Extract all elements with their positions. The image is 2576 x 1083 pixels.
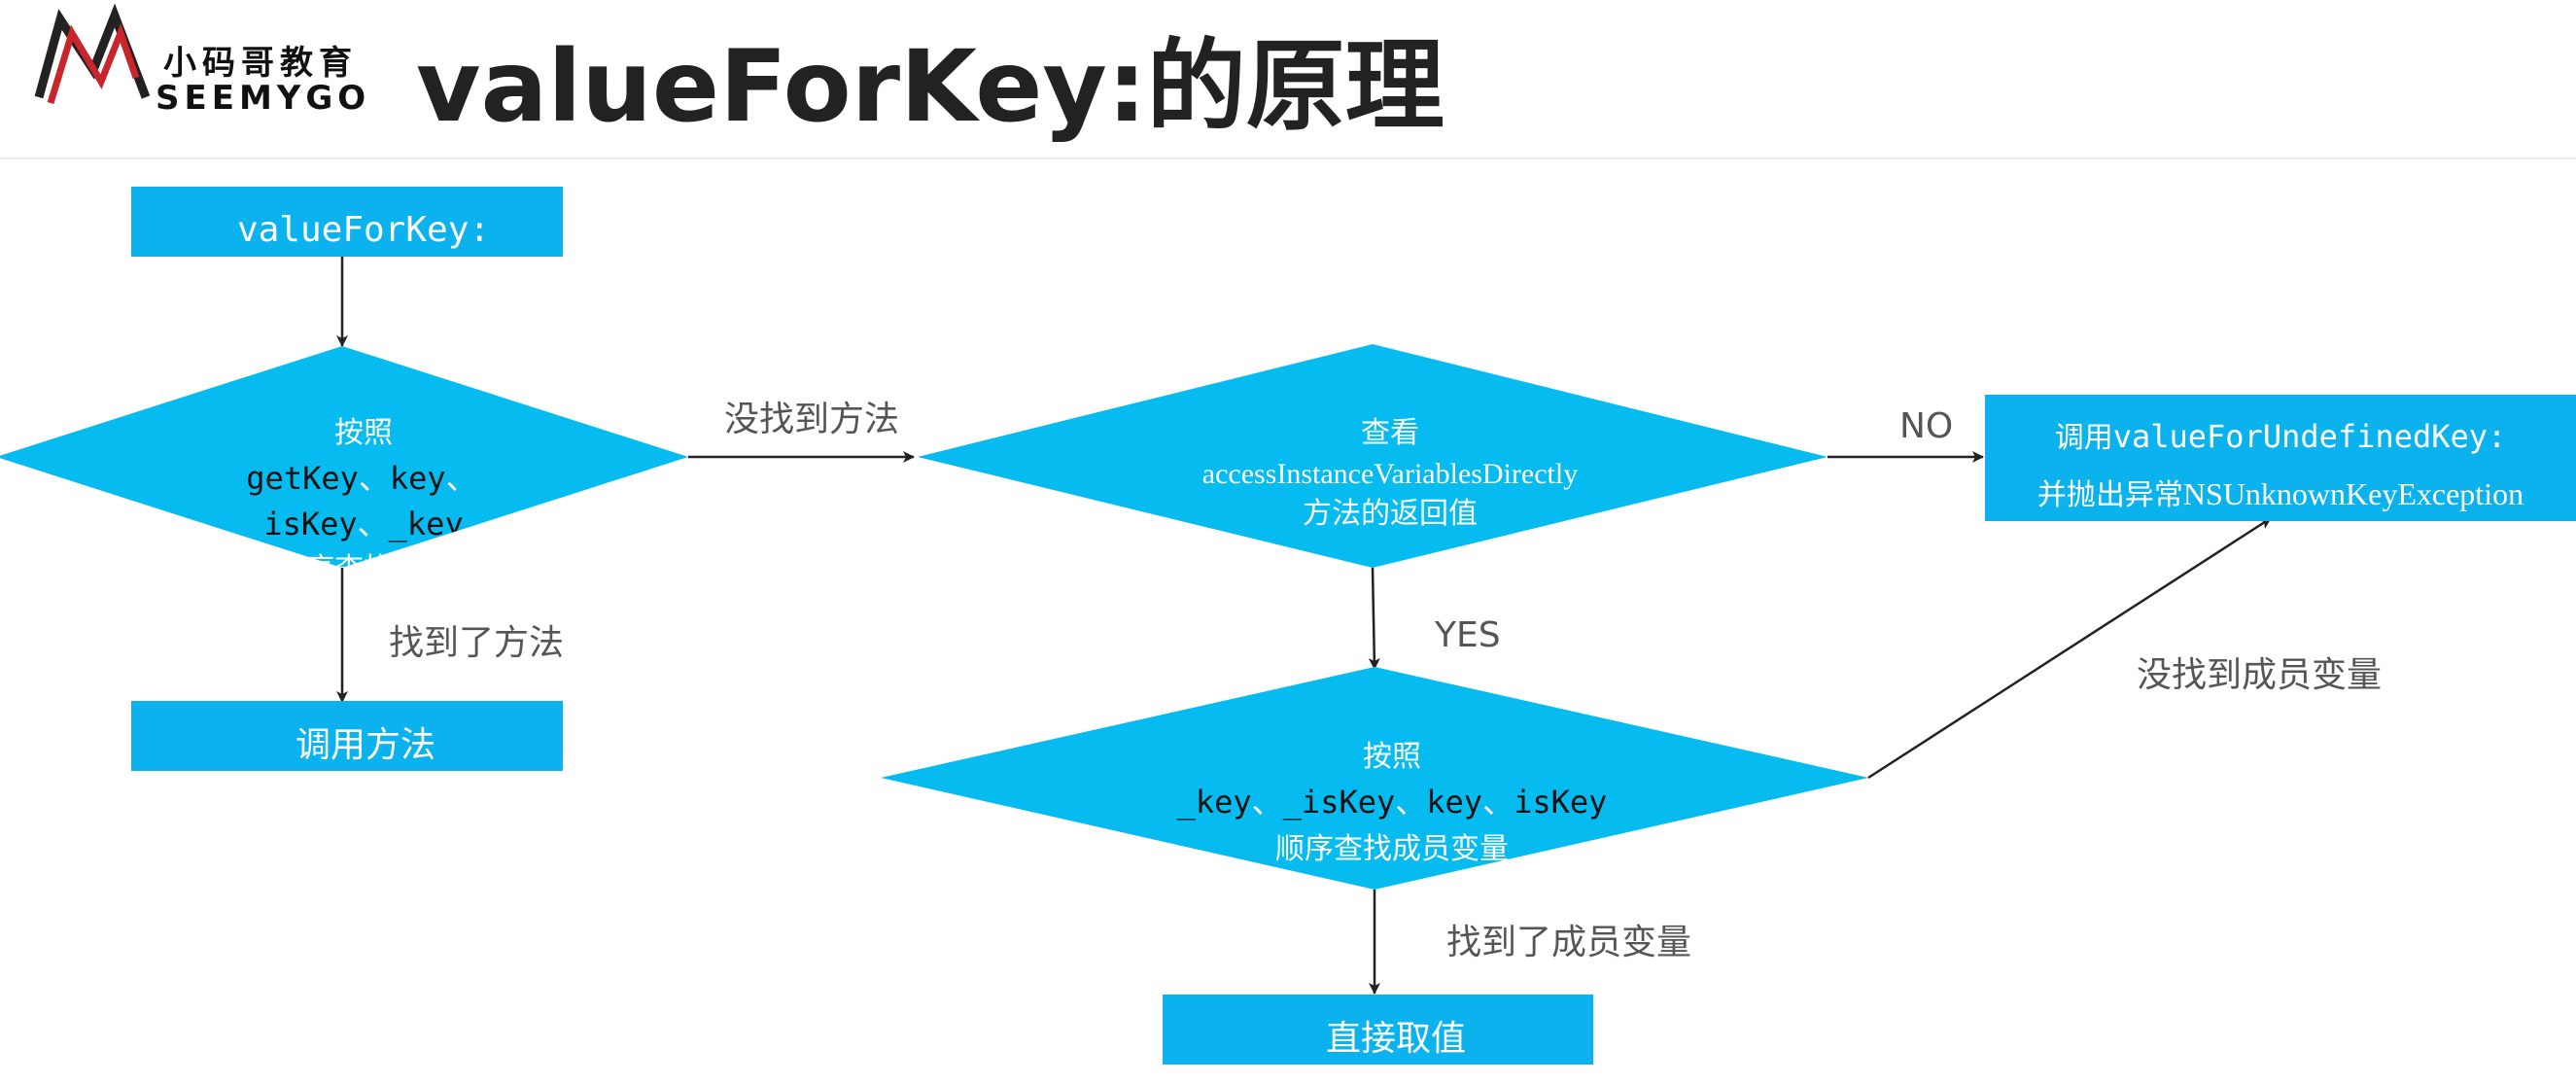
node-check-access: 查看 accessInstanceVariablesDirectly 方法的返回… (918, 344, 1828, 568)
edge-yes (1368, 567, 1380, 670)
node-lookup-ivar-line1: 按照 (1363, 740, 1421, 774)
node-lookup-method-shape (0, 346, 688, 568)
edge-label-yes: YES (1434, 615, 1501, 655)
brand-name-en: SEEMYGO (156, 79, 370, 118)
node-start-label: valueForKey: (237, 210, 490, 250)
node-undefined-key-box (1985, 395, 2576, 521)
node-check-access-shape (918, 344, 1828, 568)
edge-label-found-method: 找到了方法 (389, 623, 564, 663)
node-undefined-key-line1: 调用valueForUndefinedKey: (2055, 418, 2507, 455)
brand-logo: 小码哥教育 SEEMYGO (34, 3, 370, 118)
logo-mark-icon (34, 3, 151, 105)
node-check-access-line2: accessInstanceVariablesDirectly (1202, 458, 1578, 490)
node-check-access-line1: 查看 (1361, 416, 1419, 450)
node-lookup-ivar-line3: 顺序查找成员变量 (1275, 832, 1509, 866)
node-direct-value-label: 直接取值 (1326, 1019, 1466, 1059)
edge-label-not-found-ivar: 没找到成员变量 (2137, 655, 2382, 695)
node-undefined-key: 调用valueForUndefinedKey: 并抛出异常NSUnknownKe… (1985, 395, 2576, 521)
node-check-access-line3: 方法的返回值 (1303, 497, 1478, 531)
node-lookup-ivar-line2: _key、_isKey、key、isKey (1177, 784, 1608, 821)
node-call-method-box (131, 701, 563, 771)
node-direct-value: 直接取值 (1163, 995, 1593, 1065)
edge-label-not-found-method: 没找到方法 (724, 400, 899, 439)
edge-not-found-ivar (1867, 516, 2272, 780)
node-call-method: 调用方法 (131, 701, 563, 771)
node-call-method-label: 调用方法 (296, 725, 435, 765)
node-undefined-key-line2: 并抛出异常NSUnknownKeyException (2037, 476, 2524, 512)
node-lookup-method-line1: 按照 (334, 416, 393, 450)
node-direct-value-box (1163, 995, 1593, 1065)
node-start: valueForKey: (131, 187, 563, 257)
page-title: valueForKey:的原理 (416, 29, 1445, 145)
node-lookup-method-line3: isKey、_key (263, 506, 463, 542)
node-lookup-ivar: 按照 _key、_isKey、key、isKey 顺序查找成员变量 (881, 667, 1868, 890)
node-start-box (131, 187, 563, 257)
node-lookup-method-line2: getKey、key、 (246, 460, 476, 497)
edges (336, 257, 2272, 995)
edge-label-found-ivar: 找到了成员变量 (1446, 923, 1691, 962)
node-lookup-method: 按照 getKey、key、 isKey、_key 顺序查找方法 (0, 346, 688, 586)
edge-label-no: NO (1899, 406, 1953, 446)
node-lookup-ivar-shape (881, 667, 1868, 890)
brand-name-cn: 小码哥教育 (163, 44, 358, 83)
node-lookup-method-line4: 顺序查找方法 (276, 552, 451, 586)
